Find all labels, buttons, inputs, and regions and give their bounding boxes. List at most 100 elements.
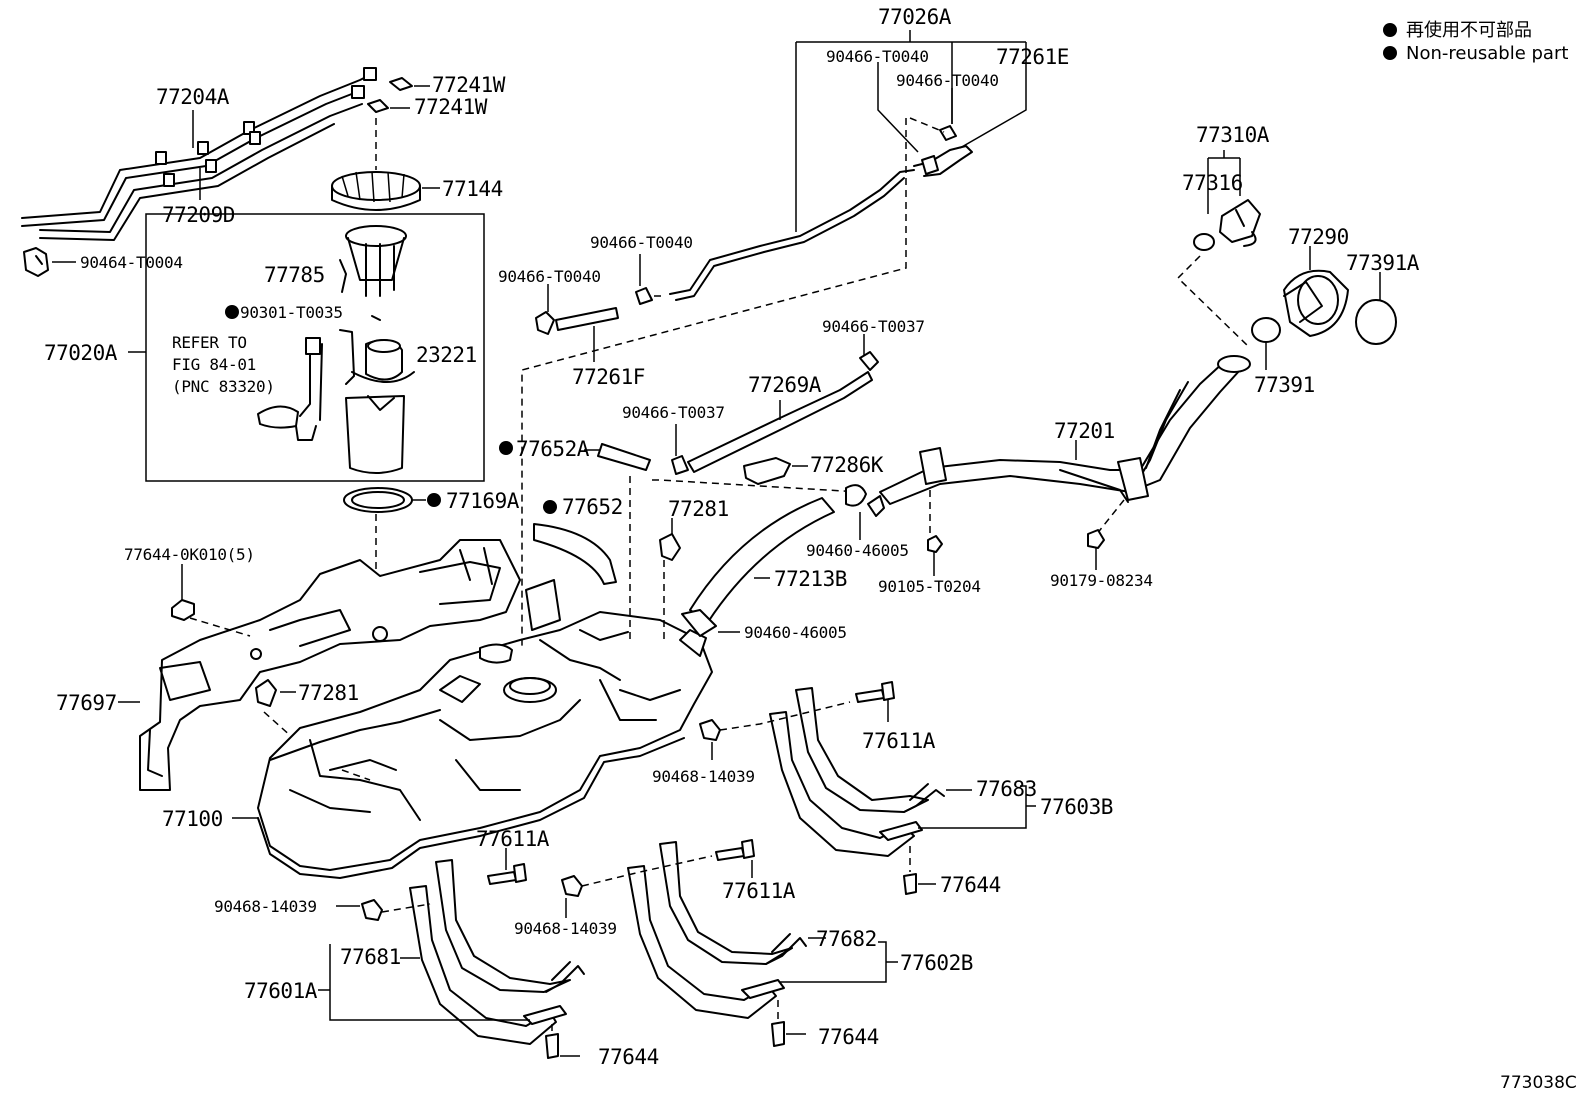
label-77601a: 77601A <box>244 979 318 1003</box>
bolt-90105-icon <box>927 535 943 553</box>
label-77213b: 77213B <box>774 567 847 591</box>
refer-line-1: REFER TO <box>172 333 247 352</box>
hose-77213b-icon <box>681 497 835 637</box>
label-77391: 77391 <box>1254 373 1315 397</box>
bolt-77644-b-icon <box>771 1021 785 1047</box>
label-77261e: 77261E <box>996 45 1069 69</box>
fuel-cap-77310a-icon <box>1193 199 1261 251</box>
label-77644-b: 77644 <box>818 1025 879 1049</box>
label-77652a: 77652A <box>516 437 590 461</box>
vent-tube-77026a-icon <box>669 125 973 301</box>
label-77611a-c: 77611A <box>722 879 796 903</box>
protector-77697-icon <box>139 539 521 791</box>
label-77144: 77144 <box>442 177 503 201</box>
label-90468-14039-b: 90468-14039 <box>214 897 317 916</box>
label-23221: 23221 <box>416 343 477 367</box>
filler-inlet-77290-icon <box>1283 269 1349 337</box>
label-90460-46005-a: 90460-46005 <box>806 541 909 560</box>
clamp-77281-a-icon <box>659 533 681 561</box>
label-77603b: 77603B <box>1040 795 1113 819</box>
pad-77652-icon <box>533 523 617 585</box>
retainer-ring-77144-icon <box>331 171 421 211</box>
label-90301-t0035: 90301-T0035 <box>240 303 343 322</box>
label-77683: 77683 <box>976 777 1037 801</box>
label-90468-14039-a: 90468-14039 <box>652 767 755 786</box>
fuel-pump-icon <box>257 225 415 474</box>
gasket-77391a-icon <box>1355 299 1397 345</box>
label-77281-b: 77281 <box>298 681 359 705</box>
label-90466-t0040-c: 90466-T0040 <box>590 233 693 252</box>
hose-77261f-icon <box>535 287 653 335</box>
clip-90468-c-icon <box>561 875 583 897</box>
label-77269a: 77269A <box>748 373 822 397</box>
label-90460-46005-b: 90460-46005 <box>744 623 847 642</box>
clip-77286k-icon <box>743 457 791 485</box>
bolt-77644-c-icon <box>545 1033 559 1059</box>
label-77100: 77100 <box>162 807 223 831</box>
bolt-77611a-b-icon <box>487 871 517 885</box>
label-77241w-b: 77241W <box>414 95 488 119</box>
pad-77652a-icon <box>597 443 651 471</box>
bolt-77611a-c-icon <box>715 847 745 861</box>
clamp-90460-a-icon <box>845 484 867 507</box>
legend-en: Non-reusable part <box>1406 43 1568 64</box>
gasket-77391-icon <box>1251 317 1281 343</box>
label-77310a: 77310A <box>1196 123 1270 147</box>
label-77391a: 77391A <box>1346 251 1420 275</box>
label-77169a: 77169A <box>446 489 520 513</box>
legend-jp: 再使用不可部品 <box>1406 20 1532 41</box>
label-77681: 77681 <box>340 945 401 969</box>
part-labels: 77026A 90466-T0040 77261E 90466-T0040 77… <box>44 5 1420 1069</box>
fuel-tank-77100-icon <box>257 611 713 879</box>
clip-77241w-icon <box>389 77 413 91</box>
legend: 再使用不可部品 Non-reusable part <box>1383 20 1568 64</box>
label-77026a: 77026A <box>878 5 952 29</box>
clamp-77281-b-icon <box>255 679 277 707</box>
label-90105-t0204: 90105-T0204 <box>878 577 981 596</box>
label-90466-t0040-b: 90466-T0040 <box>896 71 999 90</box>
clip-90468-a-icon <box>699 719 721 741</box>
clip-90468-b-icon <box>361 899 383 921</box>
label-77261f: 77261F <box>572 365 645 389</box>
label-77209d: 77209D <box>162 203 235 227</box>
label-77652: 77652 <box>562 495 623 519</box>
label-77602b: 77602B <box>900 951 973 975</box>
label-77241w-a: 77241W <box>432 73 506 97</box>
label-90464-t0004: 90464-T0004 <box>80 253 183 272</box>
clip-90464-icon <box>23 247 49 277</box>
refer-line-3: (PNC 83320) <box>172 377 275 396</box>
legend-dot-2 <box>1383 46 1397 60</box>
label-77785: 77785 <box>264 263 325 287</box>
tank-band-77601a-icon <box>409 859 585 1045</box>
figure-code: 773038C <box>1500 1073 1577 1093</box>
refer-line-2: FIG 84-01 <box>172 355 256 374</box>
label-77611a-a: 77611A <box>862 729 936 753</box>
label-90466-t0037-b: 90466-T0037 <box>622 403 725 422</box>
label-77611a-b: 77611A <box>476 827 550 851</box>
legend-dot-1 <box>1383 23 1397 37</box>
label-77644-c: 77644 <box>598 1045 659 1069</box>
label-90466-t0040-a: 90466-T0040 <box>826 47 929 66</box>
bolt-77611a-a-icon <box>855 689 885 703</box>
label-77644-0k010: 77644-0K010(5) <box>124 545 255 564</box>
label-90468-14039-c: 90468-14039 <box>514 919 617 938</box>
label-77697: 77697 <box>56 691 117 715</box>
label-90466-t0040-d: 90466-T0040 <box>498 267 601 286</box>
label-77020a: 77020A <box>44 341 118 365</box>
label-77286k: 77286K <box>810 453 884 477</box>
fuel-pump-assembly-box <box>145 213 485 482</box>
nut-90179-icon <box>1087 529 1105 549</box>
filler-pipe-77201-icon <box>867 355 1251 517</box>
bolt-77644-a-icon <box>903 873 917 895</box>
label-77290: 77290 <box>1288 225 1349 249</box>
gasket-77169a-icon <box>343 487 413 513</box>
label-90179-08234: 90179-08234 <box>1050 571 1153 590</box>
nut-77644-0k010-icon <box>171 599 195 621</box>
tank-band-77603b-icon <box>769 687 945 857</box>
label-90466-t0037-a: 90466-T0037 <box>822 317 925 336</box>
label-77644-a: 77644 <box>940 873 1001 897</box>
label-77204a: 77204A <box>156 85 230 109</box>
tank-band-77602b-icon <box>627 841 807 1019</box>
label-77281-a: 77281 <box>668 497 729 521</box>
